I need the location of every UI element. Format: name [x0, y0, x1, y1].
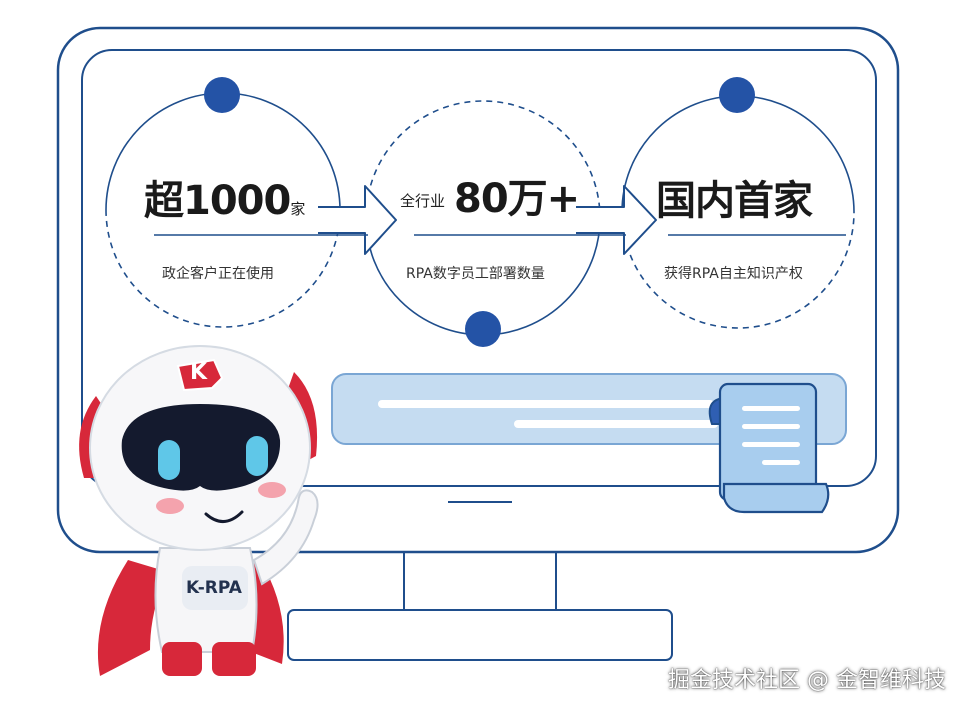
stat-1-value: 超1000 — [144, 178, 291, 224]
progress-bar — [331, 373, 847, 445]
robot-mascot — [79, 345, 319, 676]
stat-1-headline: 超1000家 — [144, 168, 305, 226]
stat-3-caption: 获得RPA自主知识产权 — [664, 266, 803, 282]
stat-3-headline: 国内首家 — [656, 178, 813, 224]
accent-dots — [204, 77, 755, 347]
stat-2-caption: RPA数字员工部署数量 — [406, 266, 545, 282]
mascot-logo-letter: K — [190, 360, 208, 385]
stat-1-unit: 家 — [290, 200, 306, 218]
scroll-document-icon — [708, 382, 830, 514]
stat-2-headline: 80万+ — [454, 176, 580, 222]
mascot-chest-label: K-RPA — [186, 578, 242, 598]
flow-arrows — [318, 185, 657, 255]
stat-1-caption: 政企客户正在使用 — [162, 266, 274, 282]
watermark: 掘金技术社区 @ 金智维科技 — [668, 668, 946, 693]
stat-2-prefix: 全行业 — [400, 192, 446, 210]
monitor-stand — [287, 547, 673, 661]
